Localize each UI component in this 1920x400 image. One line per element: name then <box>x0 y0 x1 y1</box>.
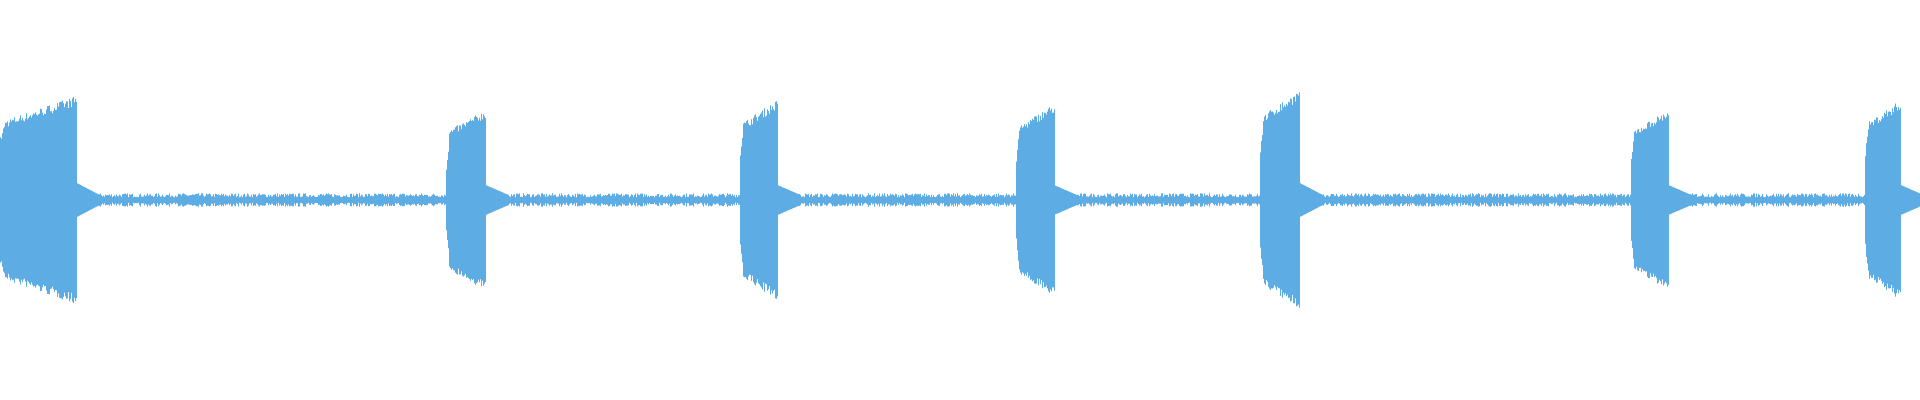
waveform-amplitude-path <box>0 92 1920 308</box>
waveform-samples <box>0 92 1920 308</box>
